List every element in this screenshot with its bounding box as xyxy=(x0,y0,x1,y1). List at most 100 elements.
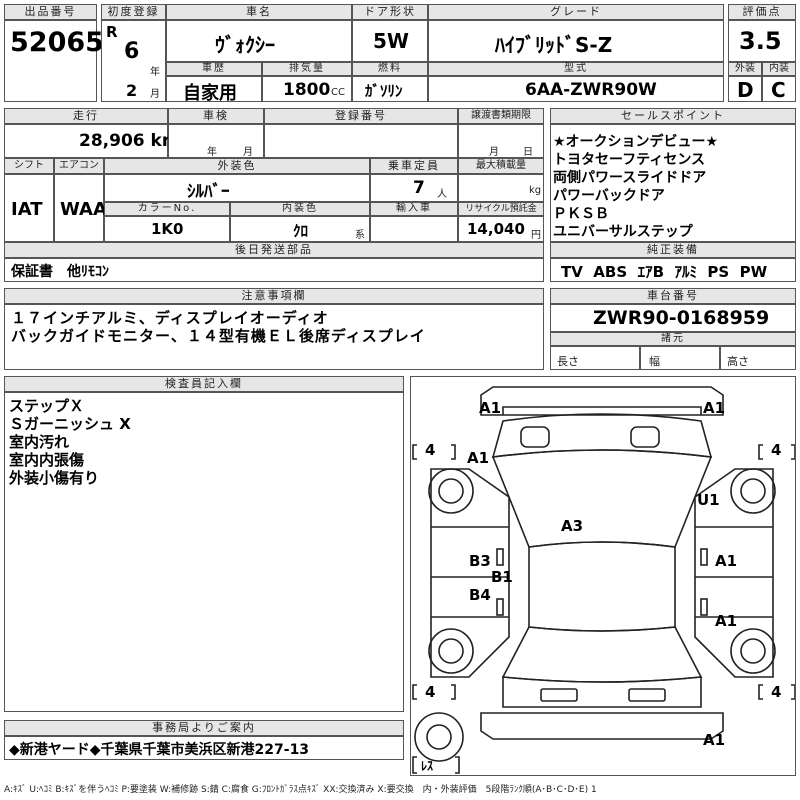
displacement: 1800 xyxy=(283,80,331,100)
office-text: ◆新港ヤード◆千葉県千葉市美浜区新港227-13 xyxy=(9,742,310,758)
damage-a3-roof: A3 xyxy=(561,517,584,535)
sales-point: ★オークションデビュー★ xyxy=(553,134,719,150)
shift-cell: IAT xyxy=(4,174,54,242)
shift-label: シフト xyxy=(4,158,54,174)
reg-no-label: 登録番号 xyxy=(264,108,458,124)
inspector-line: 外装小傷有り xyxy=(9,469,100,487)
color: ｼﾙﾊﾞｰ xyxy=(187,182,230,202)
damage-b3-left: B3 xyxy=(469,552,491,570)
damage-diagram: A1 A1 A1 U1 A3 B3 B1 B4 A1 A1 A1 4 4 4 4… xyxy=(410,376,796,776)
sales-point: ＰＫＳＢ xyxy=(553,206,609,222)
int-grade-cell: C xyxy=(762,76,796,102)
displacement-cell: 1800 CC xyxy=(262,76,352,102)
recycle-unit: 円 xyxy=(531,230,541,241)
transfer-month-unit: 月 xyxy=(489,147,499,158)
later-label: 後日発送部品 xyxy=(4,242,544,258)
year-unit: 年 xyxy=(150,67,160,78)
later-cell: 保証書 他ﾘﾓｺﾝ xyxy=(4,258,544,282)
int-color: ｸﾛ xyxy=(293,222,309,240)
transfer-cell: 月 日 xyxy=(458,124,544,158)
color-label: 外装色 xyxy=(104,158,370,174)
equipment-label: 純正装備 xyxy=(550,242,796,258)
inspector-line: 室内汚れ xyxy=(9,433,70,451)
inspection-label: 車検 xyxy=(168,108,264,124)
ext-grade-cell: D xyxy=(728,76,762,102)
insp-year-unit: 年 xyxy=(207,147,217,158)
month-unit: 月 xyxy=(150,89,160,100)
lot-number: 52065 xyxy=(10,27,104,58)
model-label: 型式 xyxy=(428,62,724,76)
capacity-label: 乗車定員 xyxy=(370,158,458,174)
damage-a1-rear: A1 xyxy=(703,731,726,749)
lot-label: 出品番号 xyxy=(4,4,97,20)
load-unit: kg xyxy=(529,185,542,196)
damage-b1-left: B1 xyxy=(491,568,513,586)
damage-a1-front-right: A1 xyxy=(703,399,726,417)
damage-b4-left: B4 xyxy=(469,586,491,604)
mileage-cell: 28,906 km xyxy=(4,124,180,158)
dims-length-cell: 長さ xyxy=(550,346,640,370)
color-cell: ｼﾙﾊﾞｰ xyxy=(104,174,370,202)
tire-rear-right: 4 xyxy=(771,683,782,701)
chassis-number: ZWR90-0168959 xyxy=(593,307,770,329)
car-name-label: 車名 xyxy=(166,4,352,20)
equipment: TV ABS ｴｱB ｱﾙﾐ PS PW xyxy=(561,263,768,281)
car-name-cell: ｳﾞｫｸｼｰ xyxy=(166,20,352,62)
inspector-line: ステップＸ xyxy=(9,397,85,415)
model-cell: 6AA-ZWR90W xyxy=(428,76,724,102)
chassis-cell: ZWR90-0168959 xyxy=(550,304,796,332)
inspector-line: Ｓガーニッシュ X xyxy=(9,415,131,433)
int-label: 内装 xyxy=(762,62,796,76)
dims-label: 諸元 xyxy=(550,332,796,346)
sales-label: セールスポイント xyxy=(550,108,796,124)
int-color-unit: 系 xyxy=(355,230,365,241)
chassis-label: 車台番号 xyxy=(550,288,796,304)
damage-a1-front-left: A1 xyxy=(479,399,502,417)
color-no-cell: 1K0 xyxy=(104,216,230,242)
notes-cell: １７インチアルミ、ディスプレイオーディオ バックガイドモニター、１４型有機ＥＬ後… xyxy=(4,304,544,370)
reg-year: 6 xyxy=(124,39,140,64)
door-cell: 5W xyxy=(352,20,428,62)
door-type: 5W xyxy=(373,29,409,53)
length-label: 長さ xyxy=(557,355,579,368)
height-label: 高さ xyxy=(727,355,749,368)
load-label: 最大積載量 xyxy=(458,158,544,174)
damage-u1-right: U1 xyxy=(697,491,720,509)
tire-front-right: 4 xyxy=(771,441,782,459)
door-label: ドア形状 xyxy=(352,4,428,20)
notes-label: 注意事項欄 xyxy=(4,288,544,304)
dims-height-cell: 高さ xyxy=(720,346,796,370)
damage-a1-hood-left: A1 xyxy=(467,449,490,467)
equipment-cell: TV ABS ｴｱB ｱﾙﾐ PS PW xyxy=(550,258,796,282)
sales-point: 両側パワースライドドア xyxy=(553,170,707,186)
import-cell xyxy=(370,216,458,242)
sales-point: トヨタセーフティセンス xyxy=(553,152,706,168)
ext-label: 外装 xyxy=(728,62,762,76)
inspector-line: 室内内張傷 xyxy=(9,451,85,469)
cc-unit: CC xyxy=(331,87,345,98)
ac-cell: WAA xyxy=(54,174,107,242)
ac-label: エアコン xyxy=(54,158,104,174)
transfer-label: 譲渡書類期限 xyxy=(458,108,544,124)
sales-point: パワーバックドア xyxy=(553,188,665,204)
damage-a1-right-rear: A1 xyxy=(715,612,738,630)
ext-grade: D xyxy=(737,78,754,102)
model: 6AA-ZWR90W xyxy=(525,80,657,100)
history-label: 車歴 xyxy=(166,62,262,76)
history: 自家用 xyxy=(183,83,237,104)
inspector-cell: ステップＸ Ｓガーニッシュ X 室内汚れ 室内内張傷 外装小傷有り xyxy=(4,392,404,712)
int-color-cell: ｸﾛ 系 xyxy=(230,216,370,242)
reg-no-cell xyxy=(264,124,458,158)
inspection-cell: 年 月 xyxy=(168,124,264,158)
office-cell: ◆新港ヤード◆千葉県千葉市美浜区新港227-13 xyxy=(4,736,404,760)
dims-width-cell: 幅 xyxy=(640,346,720,370)
era: R xyxy=(106,23,118,41)
sales-cell: ★オークションデビュー★ トヨタセーフティセンス 両側パワースライドドア パワー… xyxy=(550,124,796,242)
recycle-label: リサイクル預託金 xyxy=(458,202,544,216)
int-color-label: 内装色 xyxy=(230,202,370,216)
recycle: 14,040 xyxy=(467,220,525,238)
capacity-cell: 7 人 xyxy=(370,174,458,202)
car-outline xyxy=(412,386,795,774)
tire-front-left: 4 xyxy=(425,441,436,459)
import-label: 輸入車 xyxy=(370,202,458,216)
